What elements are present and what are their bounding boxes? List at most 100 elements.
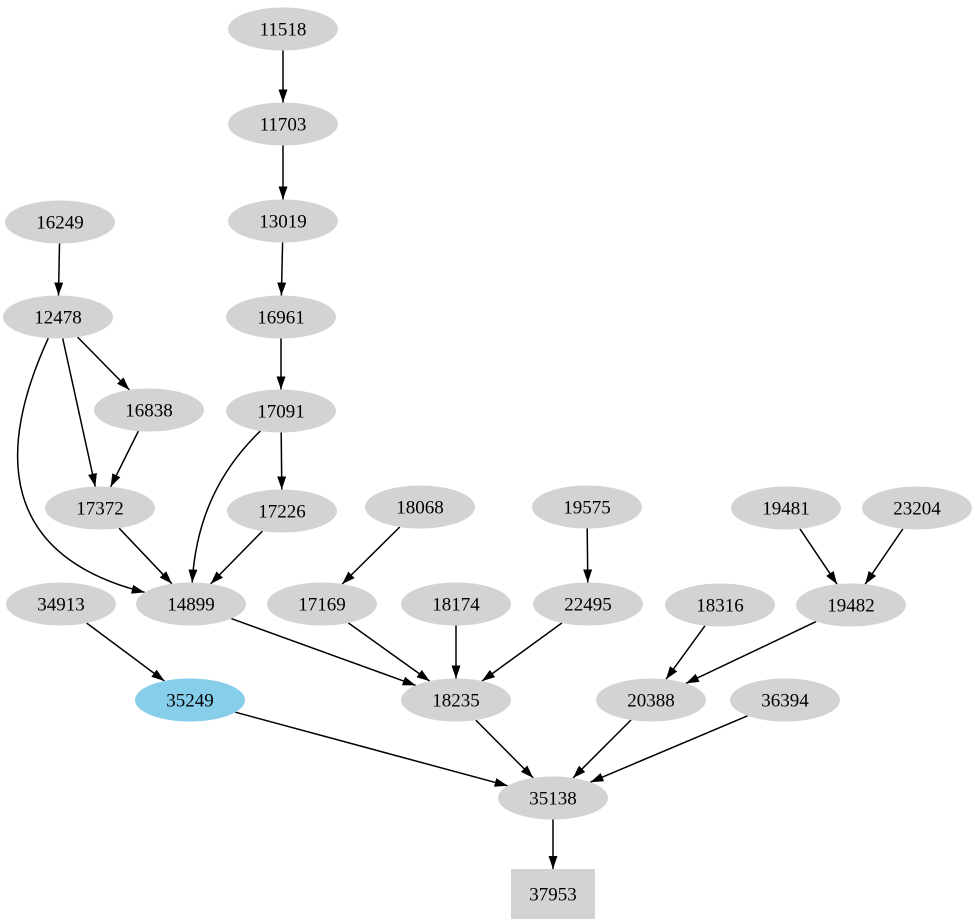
node-label: 16249 [36, 213, 84, 234]
edge-18068-17169 [341, 526, 401, 585]
node-20388: 20388 [596, 678, 706, 722]
node-ellipse-shape [6, 582, 116, 626]
node-box-shape [511, 869, 595, 919]
node-17169: 17169 [267, 582, 377, 626]
edge-16249-12478 [54, 243, 64, 296]
node-18174: 18174 [401, 582, 511, 626]
edge-17091-17226 [277, 432, 287, 490]
node-label: 11703 [260, 115, 307, 136]
node-label: 19481 [762, 499, 810, 520]
node-label: 18316 [696, 596, 744, 617]
edge-34913-35249 [86, 622, 165, 682]
edge-19481-19482 [799, 528, 838, 585]
node-12478: 12478 [3, 295, 113, 339]
node-19482: 19482 [796, 583, 906, 627]
node-ellipse-shape [135, 678, 245, 722]
node-18068: 18068 [365, 485, 475, 529]
node-label: 36394 [761, 691, 809, 712]
edge-18316-20388 [665, 625, 706, 680]
node-35138: 35138 [498, 776, 608, 820]
node-label: 23204 [893, 499, 941, 520]
node-ellipse-shape [498, 776, 608, 820]
edge-12478-16838 [77, 336, 130, 391]
node-34913: 34913 [6, 582, 116, 626]
node-label: 18174 [432, 595, 480, 616]
node-11518: 11518 [228, 7, 338, 51]
node-18235: 18235 [401, 678, 511, 722]
node-35249: 35249 [135, 678, 245, 722]
node-label: 22495 [564, 595, 612, 616]
node-ellipse-shape [401, 582, 511, 626]
node-label: 17091 [257, 402, 305, 423]
edge-18235-35138 [475, 719, 534, 779]
edge-14899-18235 [231, 617, 416, 687]
node-14899: 14899 [136, 582, 246, 626]
node-ellipse-shape [731, 486, 841, 530]
edge-19482-20388 [685, 620, 817, 685]
node-17372: 17372 [45, 486, 155, 530]
edge-19575-22495 [583, 528, 593, 583]
node-ellipse-shape [228, 7, 338, 51]
node-ellipse-shape [665, 583, 775, 627]
edge-17372-14899 [118, 527, 173, 585]
node-label: 16838 [125, 401, 173, 422]
node-ellipse-shape [401, 678, 511, 722]
node-label: 20388 [627, 691, 675, 712]
node-23204: 23204 [862, 486, 972, 530]
node-label: 17169 [298, 595, 346, 616]
node-17226: 17226 [227, 489, 337, 533]
node-ellipse-shape [365, 485, 475, 529]
node-label: 17372 [76, 499, 124, 520]
node-label: 37953 [529, 885, 577, 906]
node-18316: 18316 [665, 583, 775, 627]
edge-12478-14899 [16, 337, 145, 594]
node-ellipse-shape [45, 486, 155, 530]
edge-13019-16961 [277, 242, 287, 296]
edge-17226-14899 [210, 530, 263, 585]
node-label: 18235 [432, 691, 480, 712]
node-ellipse-shape [226, 295, 336, 339]
node-ellipse-shape [3, 295, 113, 339]
node-label: 34913 [37, 595, 85, 616]
node-ellipse-shape [730, 678, 840, 722]
node-ellipse-shape [228, 102, 338, 146]
node-ellipse-shape [796, 583, 906, 627]
node-label: 19482 [827, 596, 875, 617]
node-label: 17226 [258, 502, 306, 523]
node-ellipse-shape [267, 582, 377, 626]
node-19481: 19481 [731, 486, 841, 530]
node-ellipse-shape [227, 489, 337, 533]
node-22495: 22495 [533, 582, 643, 626]
edge-20388-35138 [572, 719, 632, 779]
node-19575: 19575 [532, 485, 642, 529]
node-17091: 17091 [226, 389, 336, 433]
node-label: 35138 [529, 789, 577, 810]
node-36394: 36394 [730, 678, 840, 722]
node-16249: 16249 [5, 200, 115, 244]
edge-36394-35138 [590, 715, 748, 783]
node-16961: 16961 [226, 295, 336, 339]
node-label: 14899 [167, 595, 215, 616]
node-37953: 37953 [511, 869, 595, 919]
edge-22495-18235 [481, 622, 563, 682]
node-label: 11518 [260, 20, 307, 41]
node-label: 13019 [259, 212, 307, 233]
edge-17169-18235 [347, 622, 431, 682]
node-label: 12478 [34, 308, 82, 329]
node-ellipse-shape [532, 485, 642, 529]
node-ellipse-shape [862, 486, 972, 530]
node-ellipse-shape [5, 200, 115, 244]
node-13019: 13019 [228, 199, 338, 243]
edge-23204-19482 [864, 528, 904, 585]
node-label: 18068 [396, 498, 444, 519]
edge-35249-35138 [235, 711, 508, 787]
node-ellipse-shape [228, 199, 338, 243]
node-ellipse-shape [94, 388, 204, 432]
node-label: 35249 [166, 691, 214, 712]
edge-12478-17372 [61, 338, 97, 487]
node-ellipse-shape [226, 389, 336, 433]
node-16838: 16838 [94, 388, 204, 432]
node-ellipse-shape [136, 582, 246, 626]
